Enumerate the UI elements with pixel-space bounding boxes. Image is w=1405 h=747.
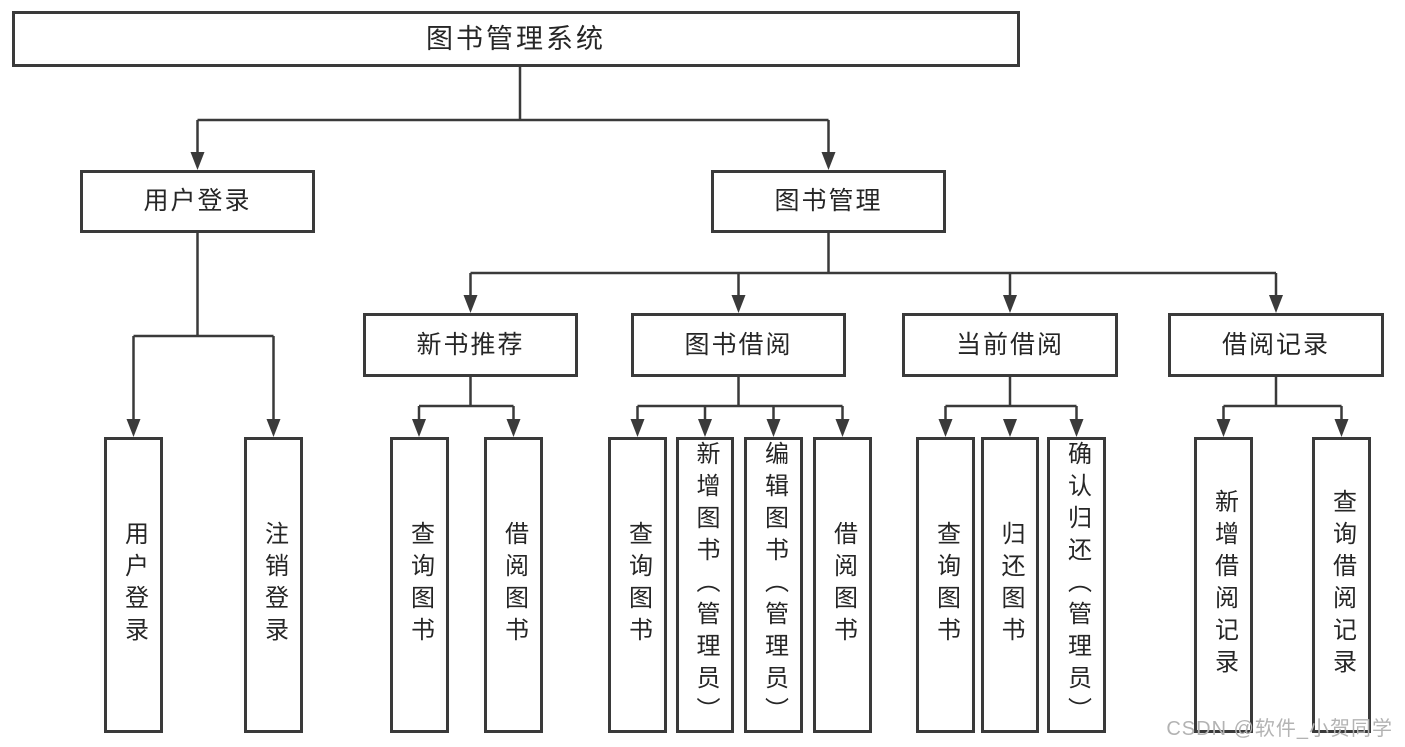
node-book-borrow: 图书借阅 [631,313,846,377]
leaf-logout: 注销登录 [244,437,303,733]
watermark: CSDN @软件_小贺同学 [1166,718,1393,740]
leaf-borrow-books: 借阅图书 [813,437,872,733]
node-library-management-system: 图书管理系统 [12,11,1020,67]
node-book-management: 图书管理 [711,170,946,233]
leaf-add-book-admin: 新增图书（管理员） [676,437,734,733]
leaf-add-borrow-record: 新增借阅记录 [1194,437,1253,733]
leaf-user-login: 用户登录 [104,437,163,733]
leaf-return-book: 归还图书 [981,437,1039,733]
node-new-book-recommend: 新书推荐 [363,313,578,377]
node-borrow-records: 借阅记录 [1168,313,1384,377]
arrowheads [126,152,1349,437]
leaf-edit-book-admin: 编辑图书（管理员） [744,437,803,733]
leaf-query-books: 查询图书 [916,437,975,733]
leaf-borrow-books: 借阅图书 [484,437,543,733]
leaf-query-books: 查询图书 [608,437,667,733]
leaf-confirm-return-admin: 确认归还（管理员） [1047,437,1106,733]
leaf-query-books: 查询图书 [390,437,449,733]
node-user-login: 用户登录 [80,170,315,233]
node-current-borrow: 当前借阅 [902,313,1118,377]
leaf-query-borrow-record: 查询借阅记录 [1312,437,1371,733]
